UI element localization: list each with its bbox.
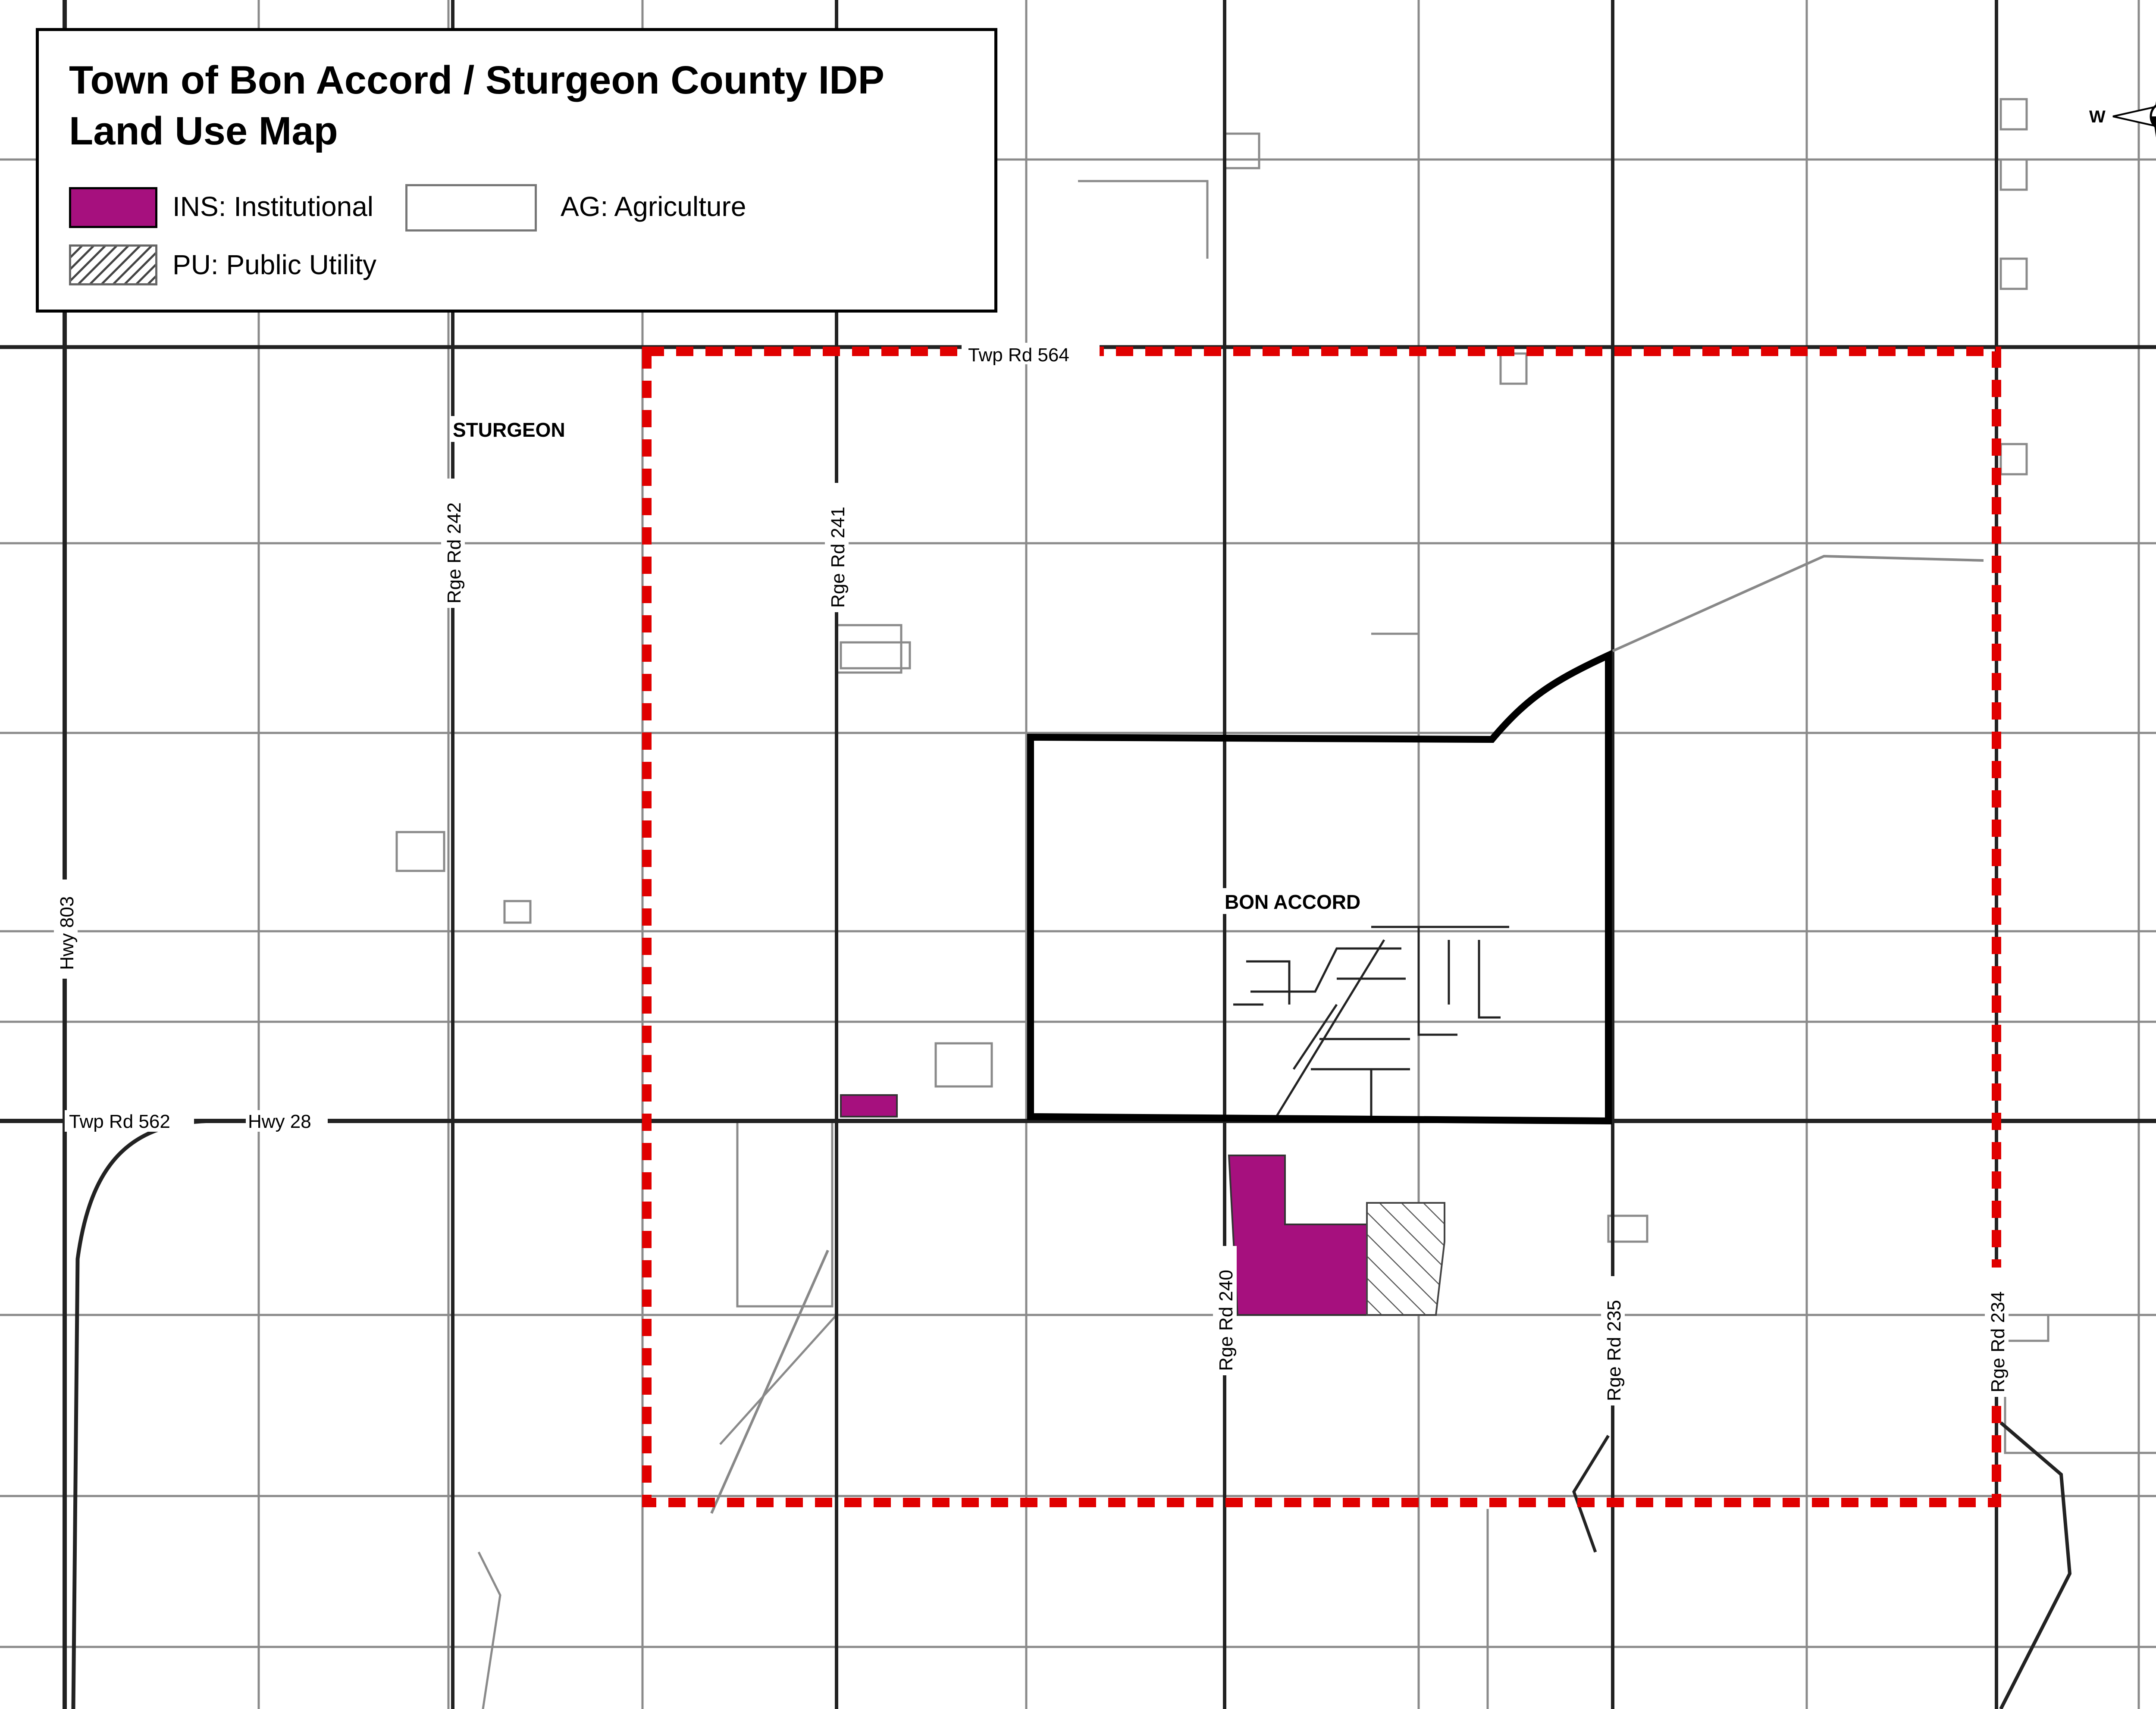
bon-accord-place-label: BON ACCORD	[1225, 891, 1360, 913]
label-rge-rd-234: Rge Rd 234	[1985, 1268, 2009, 1397]
pu-legend-label: PU: Public Utility	[172, 249, 376, 280]
label-rge-rd-235: Rge Rd 235	[1601, 1276, 1625, 1405]
pu-public-utility-parcel	[1366, 1202, 1445, 1316]
legend-title: Town of Bon Accord / Sturgeon County IDP…	[69, 55, 884, 157]
ins-institutional-parcel-south	[1228, 1155, 1368, 1316]
town-boundary	[1027, 650, 1612, 1125]
legend-title-line-2: Land Use Map	[69, 109, 338, 153]
ag-legend-label: AG: Agriculture	[561, 191, 746, 222]
twp-rd-564-label: Twp Rd 564	[968, 344, 1069, 366]
label-hwy-803: Hwy 803	[54, 880, 78, 979]
rge-rd-240-label: Rge Rd 240	[1216, 1270, 1237, 1371]
label-rge-rd-241: Rge Rd 241	[825, 483, 849, 612]
pu-swatch	[69, 244, 157, 285]
rge-rd-234-label: Rge Rd 234	[1987, 1291, 2009, 1393]
rge-rd-235-label: Rge Rd 235	[1604, 1300, 1625, 1401]
label-twp-rd-562: Twp Rd 562	[65, 1110, 194, 1132]
label-twp-rd-564: Twp Rd 564	[962, 343, 1100, 366]
label-hwy-28: Hwy 28	[246, 1110, 328, 1132]
sturgeon-place-label: STURGEON	[453, 419, 565, 441]
ins-institutional-parcel-north	[840, 1094, 898, 1117]
rge-rd-241-label: Rge Rd 241	[827, 507, 849, 608]
ins-legend-label: INS: Institutional	[172, 191, 373, 222]
rge-rd-242-label: Rge Rd 242	[444, 502, 465, 604]
map-legend: Town of Bon Accord / Sturgeon County IDP…	[36, 28, 997, 313]
twp-rd-562-label: Twp Rd 562	[69, 1111, 170, 1132]
hwy-803-label: Hwy 803	[56, 896, 78, 970]
ag-swatch	[405, 184, 537, 232]
idp-boundary	[642, 347, 2001, 1507]
hwy-28-label: Hwy 28	[248, 1111, 311, 1132]
road-labels: Twp Rd 564 Twp Rd 562 Hwy 28 Hwy 803 Rge…	[54, 343, 2009, 1405]
label-rge-rd-242: Rge Rd 242	[441, 479, 465, 608]
ins-swatch	[69, 187, 157, 228]
compass-w-label: W	[2089, 107, 2106, 126]
town-streets	[1233, 926, 1509, 1121]
label-rge-rd-240: Rge Rd 240	[1213, 1246, 1237, 1375]
legend-title-line-1: Town of Bon Accord / Sturgeon County IDP	[69, 58, 884, 102]
compass-rose: N S E W	[2089, 101, 2156, 138]
